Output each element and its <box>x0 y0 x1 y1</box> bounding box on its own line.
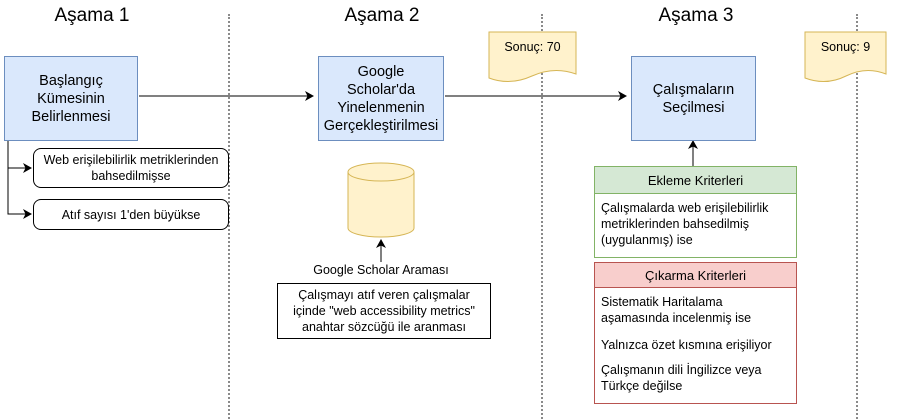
arrow-initial-to-condition-2 <box>7 168 32 219</box>
selection-node: Çalışmaların Seçilmesi <box>631 56 756 141</box>
exclusion-item: Çalışmanın dili İngilizce veya Türkçe de… <box>601 363 762 393</box>
result-note-1: Sonuç: 70 <box>504 40 561 54</box>
arrow-initial-to-condition-1 <box>7 141 32 173</box>
exclusion-criteria-panel: Sistematik Haritalama aşamasında incelen… <box>594 288 797 404</box>
database-cylinder <box>347 162 415 238</box>
inclusion-criteria-panel: Çalışmalarda web erişilebilirlik metrikl… <box>594 194 797 258</box>
stage-2-title: Aşama 2 <box>344 5 420 26</box>
result-note-2-shape <box>804 31 887 82</box>
condition-accessibility-metrics: Web erişilebilirlik metriklerinden bahse… <box>33 148 229 188</box>
inclusion-item: Çalışmalarda web erişilebilirlik metrikl… <box>601 201 769 247</box>
inclusion-criteria-header: Ekleme Kriterleri <box>594 166 797 194</box>
search-label: Google Scholar Araması <box>313 263 449 277</box>
stage-divider-1 <box>228 14 230 419</box>
stage-3-title: Aşama 3 <box>658 5 734 26</box>
stage-1-title: Aşama 1 <box>54 5 130 26</box>
stage-divider-3 <box>856 14 858 419</box>
exclusion-item: Sistematik Haritalama aşamasında incelen… <box>601 295 752 325</box>
result-note-1-shape <box>488 31 577 82</box>
exclusion-item: Yalnızca özet kısmına erişiliyor <box>601 338 772 352</box>
result-note-2: Sonuç: 9 <box>820 40 871 54</box>
scholar-repeat-node: Google Scholar'da Yinelenmenin Gerçekleş… <box>318 56 444 141</box>
search-description: Çalışmayı atıf veren çalışmalar içinde "… <box>277 283 491 339</box>
condition-citation-count: Atıf sayısı 1'den büyükse <box>33 199 229 230</box>
initial-set-node: Başlangıç Kümesinin Belirlenmesi <box>4 56 138 141</box>
exclusion-criteria-header: Çıkarma Kriterleri <box>594 262 797 288</box>
stage-divider-2 <box>541 14 543 419</box>
